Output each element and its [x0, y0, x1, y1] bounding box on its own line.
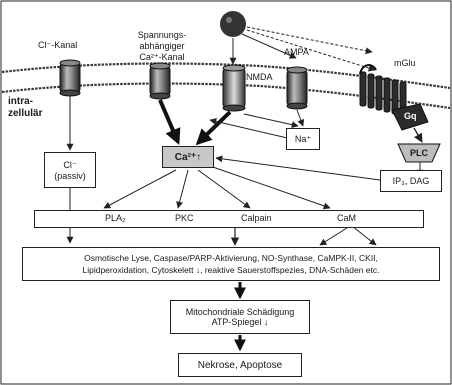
- mitochondria-line1: Mitochondriale Schädigung: [185, 307, 295, 317]
- cl-passive-line2: (passiv): [54, 170, 86, 181]
- arrow-ligand-mglu: [246, 29, 376, 72]
- arrow-nmda-na: [243, 113, 299, 129]
- ampa-channel-shape: [286, 66, 308, 110]
- arrow-cachannel-ca: [158, 99, 181, 145]
- arrow-gq-plc: [413, 127, 423, 143]
- cl-channel-shape: [59, 59, 81, 97]
- effector-bar: PLA₂ PKC Calpain CaM: [34, 210, 424, 228]
- arrow-ca-calpain: [197, 169, 251, 209]
- effector-calpain: Calpain: [241, 213, 272, 223]
- arrow-ip3-ca: [215, 155, 381, 181]
- effector-pla2: PLA₂: [105, 213, 126, 223]
- arrow-ca-cam: [209, 165, 331, 210]
- ca-channel-label: Spannungs- abhängiger Ca²⁺-Kanal: [128, 30, 196, 63]
- consequences-box: Osmotische Lyse, Caspase/PARP-Aktivierun…: [22, 247, 440, 281]
- ca-channel-label-line1: Spannungs-: [137, 30, 187, 40]
- arrow-ampa-na: [296, 109, 305, 127]
- cl-passive-line1: Cl⁻: [63, 159, 77, 170]
- gq-protein-shape: [391, 103, 429, 131]
- effector-cam: CaM: [337, 213, 357, 223]
- cl-channel-label: Cl⁻-Kanal: [38, 40, 78, 50]
- calcium-box: Ca²⁺↑: [162, 146, 214, 168]
- cl-passive-box: Cl⁻ (passiv): [44, 152, 96, 188]
- gq-label: Gq: [404, 111, 417, 121]
- mglu-label: mGlu: [394, 58, 416, 68]
- arrow-na-ca: [209, 118, 297, 141]
- arrow-ca-pkc: [176, 169, 189, 209]
- intracellular-label: intra- zellulär: [8, 96, 42, 120]
- arrow-cam-campk: [351, 225, 377, 246]
- mitochondria-box: Mitochondriale Schädigung ATP-Spiegel ↓: [170, 300, 310, 334]
- intracellular-label-line1: intra-: [8, 96, 33, 107]
- plc-shape: [397, 143, 441, 163]
- outcome-box: Nekrose, Apoptose: [178, 353, 302, 377]
- consequences-line1: Osmotische Lyse, Caspase/PARP-Aktivierun…: [84, 253, 378, 263]
- arrow-ligand-ampa: [241, 33, 297, 59]
- glutamate-ligand: [220, 11, 246, 37]
- ca-channel-label-line3: Ca²⁺-Kanal: [139, 52, 185, 62]
- mitochondria-line2: ATP-Spiegel ↓: [211, 317, 269, 327]
- plc-label: PLC: [410, 148, 428, 158]
- arrow-cam-nos: [319, 225, 351, 246]
- sodium-box: Na⁺: [286, 128, 320, 150]
- nmda-channel-shape: [222, 64, 246, 112]
- arrow-nmda-ca: [195, 110, 232, 146]
- consequences-line2: Lipidperoxidation, Cytoskelett ↓, reakti…: [82, 265, 380, 275]
- ampa-label: AMPA: [284, 47, 309, 57]
- arrow-ligand-mglu-2: [246, 26, 373, 55]
- ip3-dag-box: IP₃, DAG: [380, 170, 442, 192]
- ca-channel-shape: [149, 62, 171, 100]
- ca-channel-label-line2: abhängiger: [139, 41, 185, 51]
- intracellular-label-line2: zellulär: [8, 108, 43, 119]
- effector-pkc: PKC: [175, 213, 194, 223]
- nmda-label: NMDA: [246, 72, 273, 82]
- arrow-ca-pla2: [103, 169, 177, 209]
